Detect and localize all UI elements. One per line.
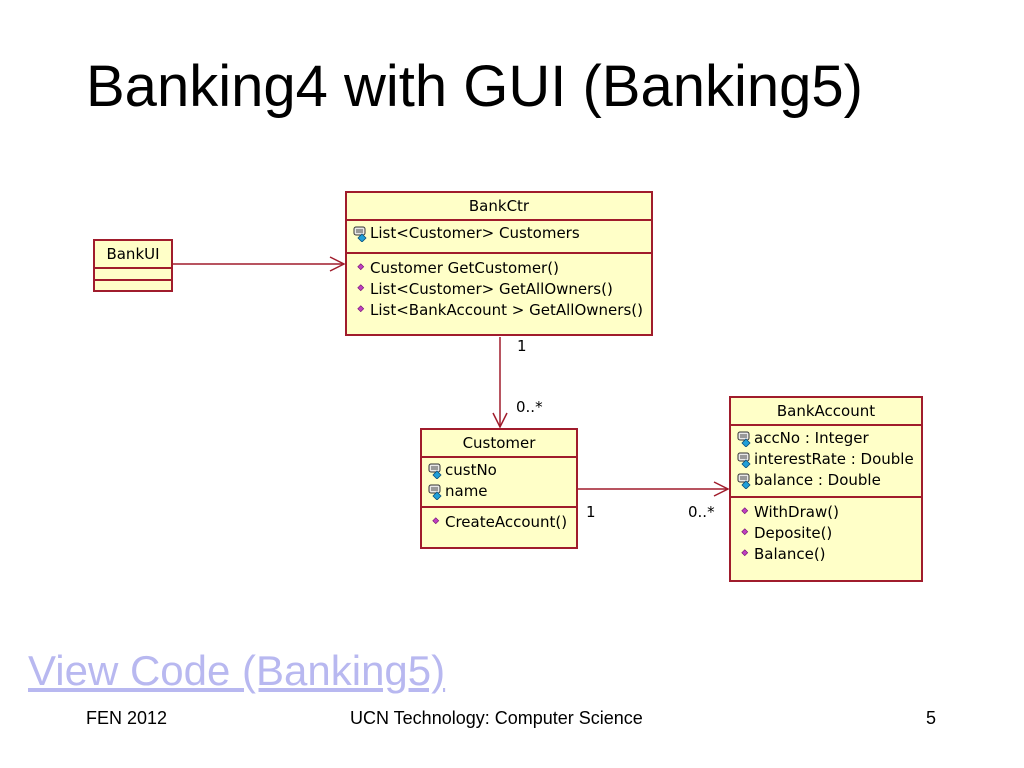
attribute-text: name [445,482,488,500]
private-attribute-icon [428,484,442,500]
public-operation-icon [357,262,365,270]
attribute-text: balance : Double [754,471,881,489]
footer-page-number: 5 [926,708,937,728]
public-operation-icon [741,527,749,535]
class-attributes-compartment [95,269,171,281]
private-attribute-icon [737,473,751,489]
class-operations-compartment: CreateAccount() [422,508,576,535]
attribute-row: name [428,481,576,502]
operation-text: CreateAccount() [445,513,568,531]
operation-row: WithDraw() [741,502,921,523]
attribute-text: List<Customer> Customers [370,224,580,242]
public-operation-icon [741,506,749,514]
attribute-text: custNo [445,461,497,479]
attribute-row: custNo [428,460,576,481]
class-attributes-compartment: List<Customer> Customers [347,221,651,254]
attribute-row: balance : Double [737,470,921,491]
private-attribute-icon [737,452,751,468]
private-attribute-icon [737,431,751,447]
multiplicity-bankaccount-end: 0..* [688,503,715,521]
operation-text: WithDraw() [754,503,839,521]
class-name: Customer [422,430,576,458]
public-operation-icon [357,283,365,291]
arrowhead-bankctr [329,256,346,272]
class-operations-compartment: WithDraw() Deposite() Balance() [731,498,921,567]
class-attributes-compartment: accNo : Integer interestRate : Double ba… [731,426,921,498]
attribute-row: interestRate : Double [737,449,921,470]
attribute-text: interestRate : Double [754,450,914,468]
operation-text: List<Customer> GetAllOwners() [370,280,613,298]
operation-row: List<Customer> GetAllOwners() [357,279,651,300]
operation-row: CreateAccount() [432,512,576,533]
attribute-row: List<Customer> Customers [353,223,651,244]
private-attribute-icon [353,226,367,242]
class-bankaccount[interactable]: BankAccount accNo : Integer interestRate… [729,396,923,582]
class-name: BankCtr [347,193,651,221]
footer-center: UCN Technology: Computer Science [350,708,643,728]
attribute-text: accNo : Integer [754,429,869,447]
class-name: BankAccount [731,398,921,426]
public-operation-icon [741,548,749,556]
class-bankctr[interactable]: BankCtr List<Customer> Customers Custome… [345,191,653,336]
attribute-row: accNo : Integer [737,428,921,449]
arrowhead-bankaccount [713,481,730,497]
public-operation-icon [357,304,365,312]
class-bankui[interactable]: BankUI [93,239,173,292]
operation-row: Customer GetCustomer() [357,258,651,279]
class-operations-compartment: Customer GetCustomer() List<Customer> Ge… [347,254,651,323]
operation-text: Customer GetCustomer() [370,259,559,277]
operation-row: Deposite() [741,523,921,544]
multiplicity-customer-side: 1 [586,503,596,521]
slide-title: Banking4 with GUI (Banking5) [86,54,863,119]
multiplicity-customer-end: 0..* [516,398,543,416]
operation-row: Balance() [741,544,921,565]
operation-text: Deposite() [754,524,833,542]
class-operations-compartment [95,281,171,290]
operation-text: Balance() [754,545,826,563]
view-code-link[interactable]: View Code (Banking5) [28,647,446,694]
class-attributes-compartment: custNo name [422,458,576,508]
class-customer[interactable]: Customer custNo name CreateAccount() [420,428,578,549]
private-attribute-icon [428,463,442,479]
public-operation-icon [432,516,440,524]
multiplicity-bankctr-end: 1 [517,337,527,355]
footer-left: FEN 2012 [86,708,168,728]
operation-text: List<BankAccount > GetAllOwners() [370,301,643,319]
operation-row: List<BankAccount > GetAllOwners() [357,300,651,321]
class-name: BankUI [95,241,171,269]
arrowhead-customer [492,412,508,429]
